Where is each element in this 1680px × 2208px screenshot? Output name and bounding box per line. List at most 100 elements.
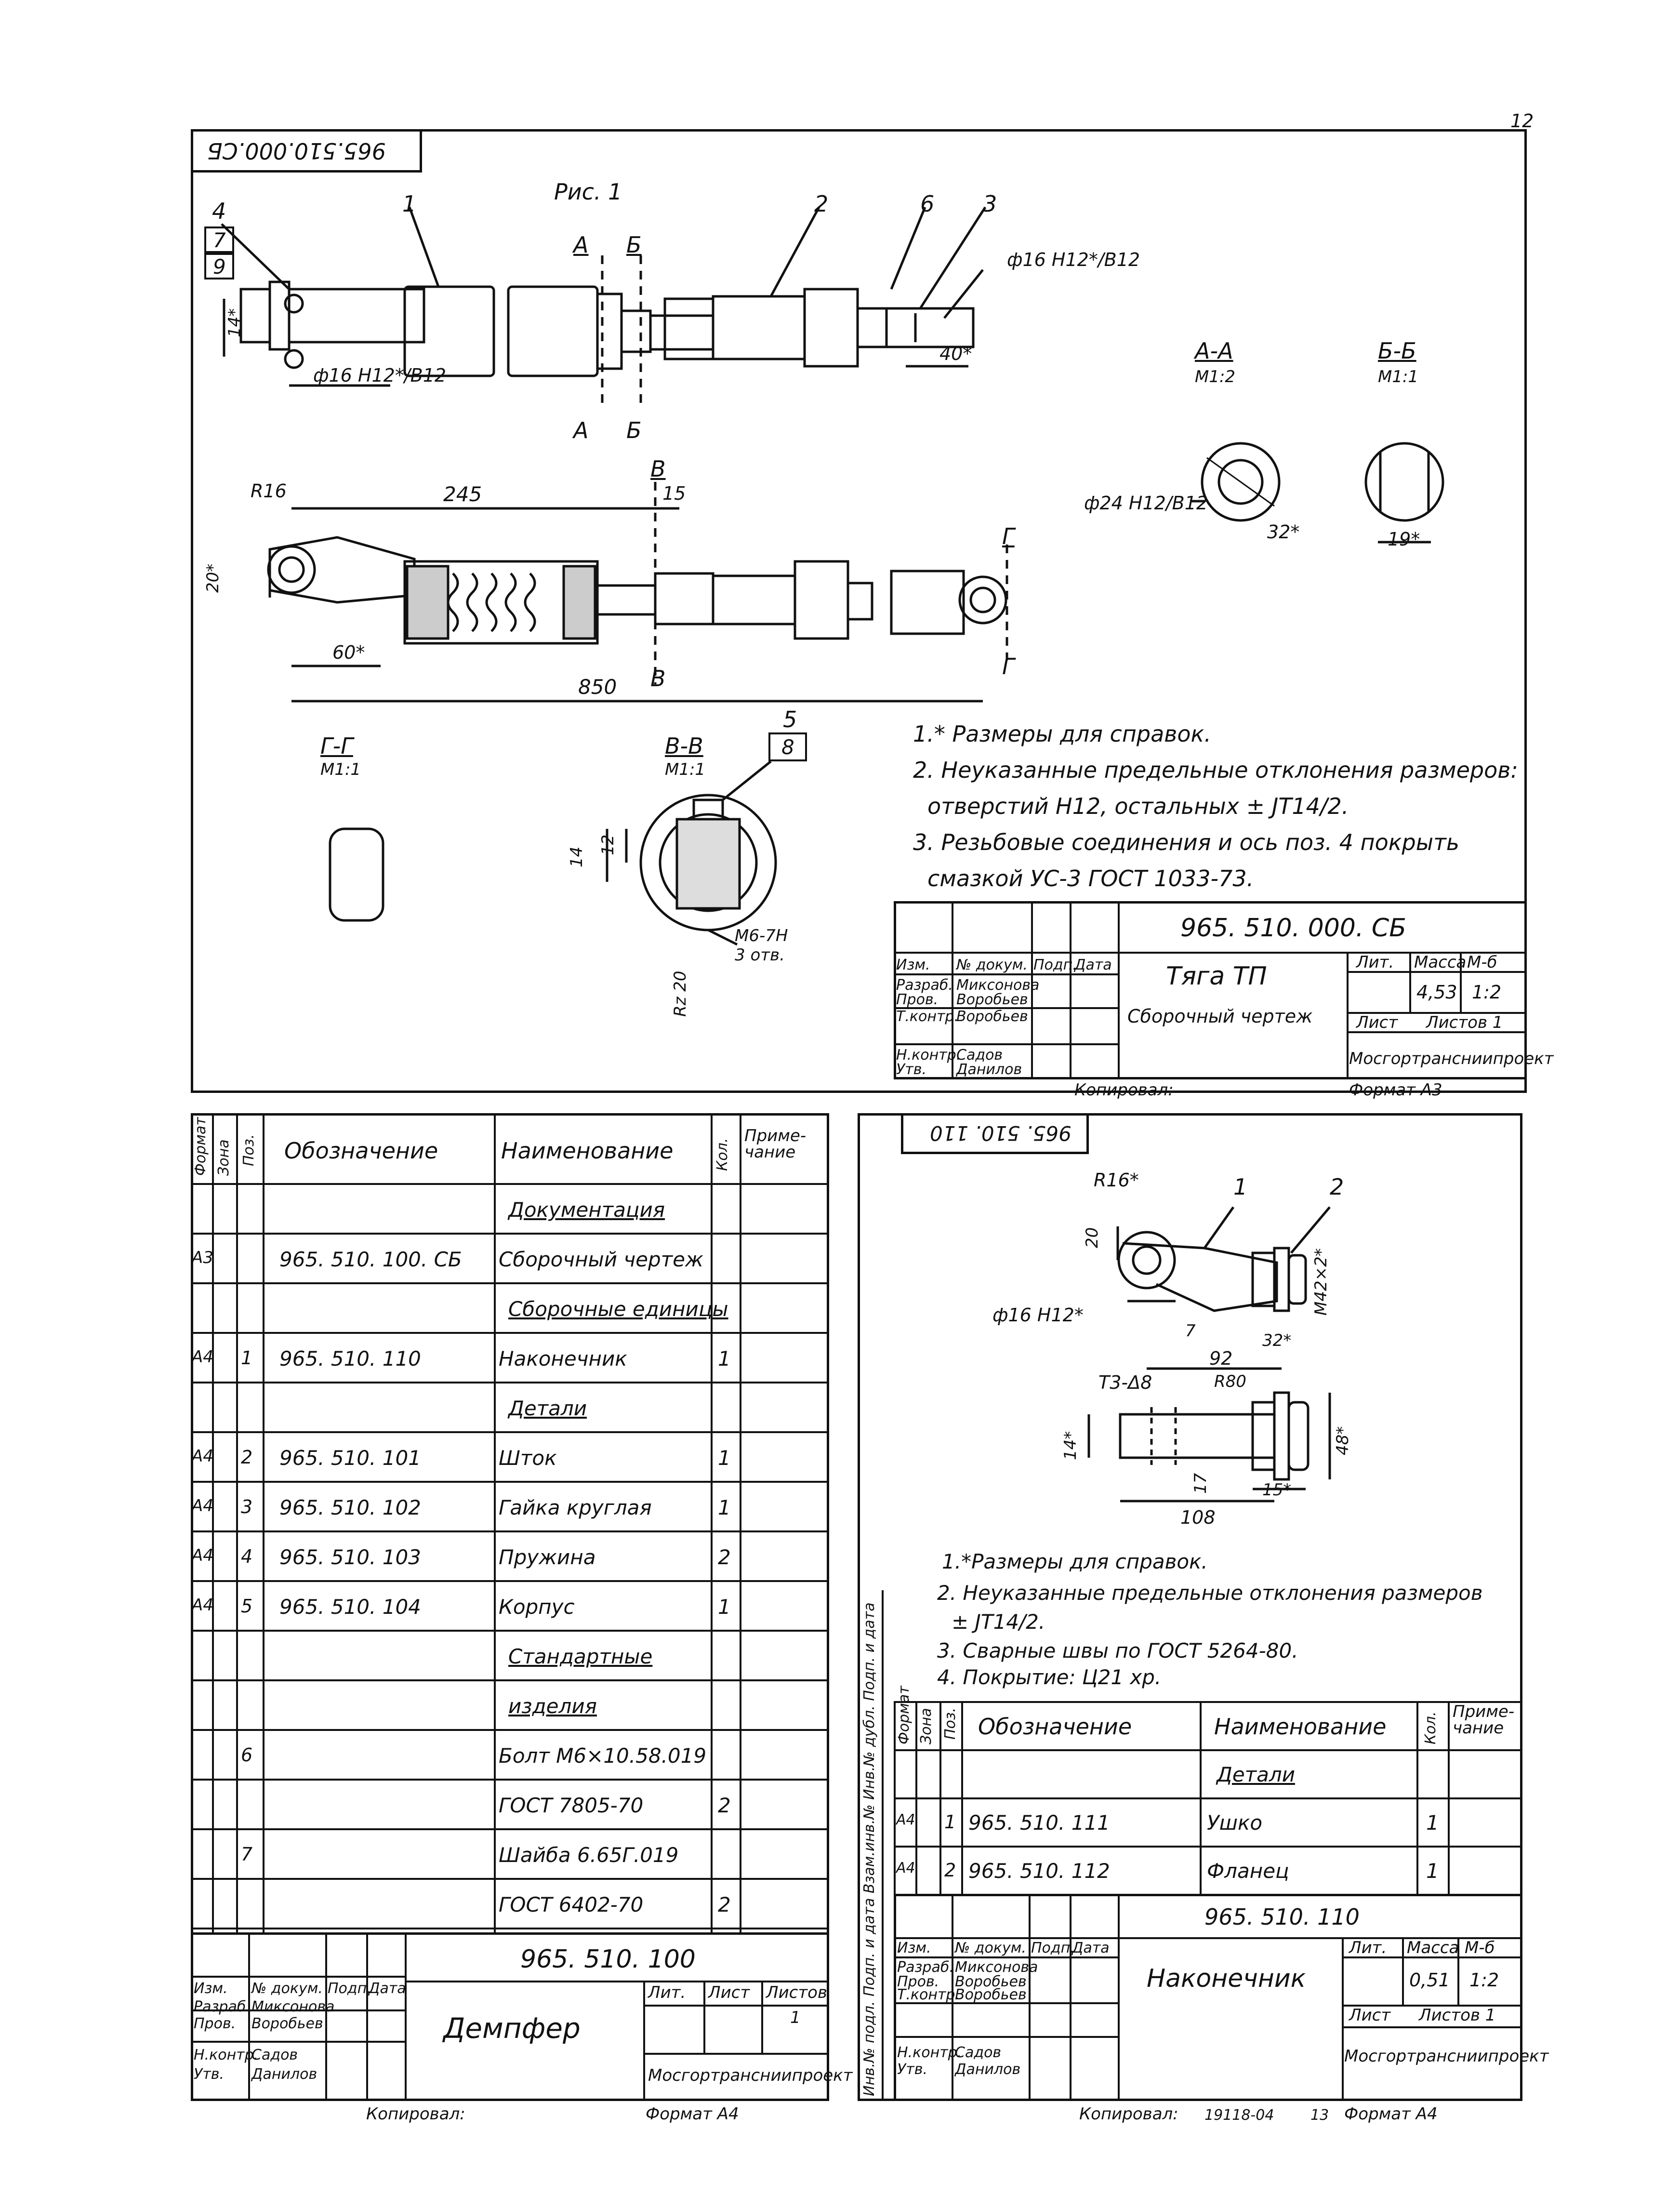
- section-vv-qty: 3 отв.: [735, 945, 785, 965]
- sheet3-org: Мосгортрансниипроект: [1344, 2047, 1549, 2066]
- spec-cell-name: Шайба 6.65Г.019: [499, 1843, 679, 1867]
- spec-org: Мосгортрансниипроект: [648, 2066, 853, 2085]
- sheet1-person-role-1: Пров.: [896, 991, 939, 1008]
- spec-cell-designation: 965. 510. 110: [279, 1347, 421, 1370]
- sheet3-header-note: Приме-чание: [1453, 1702, 1515, 1738]
- sheet3-note-4: 4. Покрытие: Ц21 хр.: [937, 1665, 1162, 1689]
- sheet3-header-pos: Поз.: [942, 1707, 959, 1740]
- sheet3-cell-pos: 2: [944, 1860, 956, 1881]
- sheet3-lit: Лит.: [1349, 1938, 1387, 1957]
- sheet1-person-name-0: Миксонова: [956, 977, 1040, 994]
- section-mark-v-top: В: [650, 456, 666, 482]
- sheet3-designation: 965. 510. 110: [1204, 1904, 1360, 1930]
- spec-cell-name: Сборочные единицы: [508, 1297, 728, 1321]
- sheet1-person-name-3: Садов: [956, 1047, 1003, 1064]
- spec-cell-pos: 3: [241, 1496, 253, 1517]
- spec-header-name: Наименование: [501, 1138, 674, 1164]
- callout-9-box: [204, 253, 234, 279]
- sheet3-person-name-1: Воробьев: [955, 1973, 1027, 1990]
- sheet3-dim-32: 32*: [1262, 1331, 1292, 1350]
- sheet3-cell-format: А4: [896, 1811, 915, 1828]
- section-mark-a-top: А: [573, 232, 589, 258]
- spec-cell-name: Шток: [499, 1446, 557, 1470]
- spec-format: Формат А4: [646, 2104, 739, 2124]
- callout-2: 2: [814, 191, 829, 217]
- sheet1-stamp: [191, 129, 422, 173]
- sheet1-title-block: [894, 901, 1527, 1079]
- section-aa-32: 32*: [1267, 521, 1300, 543]
- spec-person-role-1: Пров.: [194, 2015, 236, 2032]
- sheet3-mass: 0,51: [1409, 1969, 1450, 1991]
- sheet3-cell-designation: 965. 510. 112: [968, 1859, 1110, 1883]
- spec-cell-name: Болт М6×10.58.019: [499, 1744, 707, 1768]
- spec-cell-name: Сборочный чертеж: [499, 1248, 703, 1271]
- sheet3-person-name-3: Садов: [955, 2044, 1002, 2061]
- spec-cell-pos: 2: [241, 1447, 253, 1468]
- spec-cell-qty: 2: [718, 1794, 731, 1817]
- spec-cell-name: ГОСТ 7805-70: [499, 1794, 644, 1817]
- spec-cell-designation: 965. 510. 100. СБ: [279, 1248, 462, 1271]
- sheet3-weld: Т3-Δ8: [1098, 1372, 1152, 1393]
- section-vv-thread: M6-7H: [735, 926, 788, 945]
- sheet1-designation: 965. 510. 000. СБ: [1180, 914, 1406, 943]
- sheet1-person-name-1: Воробьев: [956, 991, 1028, 1008]
- spec-cell-name: Корпус: [499, 1595, 575, 1619]
- section-gg-scale: М1:1: [320, 760, 361, 779]
- section-aa-d24: ф24 H12/B12: [1084, 492, 1208, 514]
- spec-cell-qty: 1: [718, 1446, 731, 1470]
- sheet3-header-format: Формат: [896, 1686, 913, 1744]
- sheet1-note-3b: смазкой УС-3 ГОСТ 1033-73.: [927, 865, 1254, 891]
- spec-sheets: Листов: [766, 1983, 828, 2002]
- spec-sheets-val: 1: [790, 2008, 801, 2027]
- sheet1-note-1: 1.* Размеры для справок.: [913, 721, 1211, 747]
- sheet1-role-docnum: № докум.: [956, 957, 1028, 973]
- sheet3-product-name: Наконечник: [1147, 1964, 1306, 1993]
- dim-850: 850: [578, 675, 617, 699]
- sheet3-copied: Копировал:: [1079, 2104, 1178, 2124]
- callout-5: 5: [783, 706, 797, 732]
- sheet3-title-block: [894, 1894, 1522, 2101]
- section-gg-title: Г-Г: [320, 733, 353, 759]
- sheet1-role-date: Дата: [1074, 957, 1112, 973]
- spec-title-block: [191, 1932, 829, 2101]
- sheet1-scale-label: М-б: [1467, 953, 1497, 972]
- sheet3-dim-17: 17: [1191, 1473, 1210, 1494]
- callout-8-box: [768, 732, 807, 761]
- sheet3-scale: 1:2: [1469, 1969, 1499, 1991]
- sheet1-mass-label: Масса: [1414, 953, 1467, 972]
- sheet3-dim-15: 15*: [1262, 1480, 1292, 1500]
- spec-cell-name: Гайка круглая: [499, 1496, 652, 1519]
- sheet3-dim-m42: M42×2*: [1311, 1248, 1331, 1316]
- sheet3-cell-qty: 1: [1426, 1811, 1439, 1835]
- sheet3-scale-label: М-б: [1465, 1938, 1495, 1957]
- sheet3-dim-48: 48*: [1333, 1426, 1352, 1455]
- sheet3-cell-qty: 1: [1426, 1859, 1439, 1883]
- sheet3-header-zone: Зона: [918, 1708, 935, 1744]
- spec-header-note: Приме-чание: [744, 1126, 807, 1162]
- spec-cell-format: А4: [192, 1347, 213, 1367]
- sheet3-cell-pos: 1: [944, 1811, 956, 1833]
- sheet3-sheet: Лист: [1349, 2006, 1391, 2025]
- spec-cell-pos: 5: [241, 1596, 253, 1617]
- sheet1-note-2: 2. Неуказанные предельные отклонения раз…: [913, 757, 1518, 783]
- sheet3-callout-2: 2: [1330, 1174, 1344, 1200]
- spec-cell-name: ГОСТ 6402-70: [499, 1893, 644, 1916]
- page-number: 12: [1510, 110, 1534, 132]
- spec-cell-format: А4: [192, 1496, 213, 1516]
- spec-person-name-2: Садов: [251, 2047, 298, 2063]
- sheet3-person-role-3: Н.контр.: [897, 2044, 962, 2061]
- sheet3-stamp-num: 19118-04: [1204, 2107, 1274, 2124]
- section-aa-scale: М1:2: [1195, 367, 1236, 386]
- section-vv-scale: М1:1: [665, 760, 706, 779]
- sheet1-lit: Лит.: [1356, 953, 1394, 972]
- section-bb-scale: М1:1: [1378, 367, 1419, 386]
- sheet1-note-3: 3. Резьбовые соединения и ось поз. 4 пок…: [913, 829, 1459, 855]
- callout-6: 6: [920, 191, 935, 217]
- callout-4: 4: [212, 198, 226, 224]
- dim-d16-right: ф16 H12*/B12: [1007, 249, 1140, 270]
- spec-cell-qty: 1: [718, 1595, 731, 1619]
- section-aa-title: А-А: [1195, 338, 1233, 364]
- callout-9: 9: [213, 255, 226, 279]
- sheet3-cell-format: А4: [896, 1860, 915, 1876]
